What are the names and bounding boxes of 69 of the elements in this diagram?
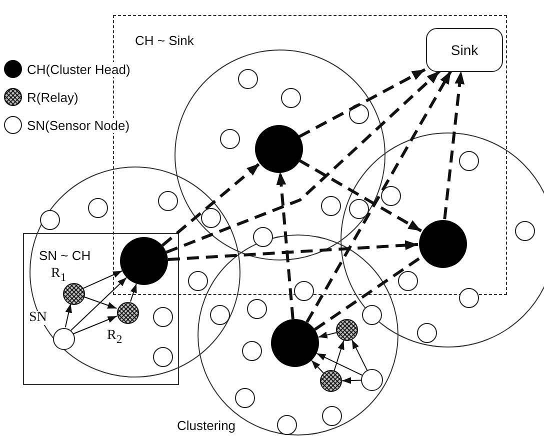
- arrow: [130, 283, 137, 302]
- region-heading: SN ~ CH: [38, 248, 92, 263]
- diagram-label: Clustering: [177, 418, 236, 433]
- arrow: [306, 70, 452, 323]
- sensor-node: [242, 341, 262, 361]
- arrow: [311, 360, 324, 374]
- sensor-node: [210, 305, 230, 325]
- sensor-node: [277, 415, 297, 435]
- relay-node: [63, 283, 85, 305]
- sensor-node: [235, 388, 255, 408]
- node-label: SN: [29, 311, 47, 325]
- arrow: [334, 340, 344, 371]
- sensor-node: [220, 129, 240, 149]
- arrow: [298, 158, 422, 232]
- arrow: [298, 68, 426, 138]
- node-label: R$_{2}$: [107, 329, 122, 346]
- sensor-node: [417, 323, 437, 343]
- region-heading: CH ~ Sink: [134, 33, 195, 48]
- relay-node: [336, 319, 358, 341]
- sensor-node: [253, 227, 273, 247]
- arrow: [72, 316, 118, 334]
- sensor-node: [247, 299, 267, 319]
- sensor-node: [40, 210, 60, 230]
- arrow: [166, 70, 441, 254]
- arrow: [64, 303, 72, 328]
- node-label: R$_{1}$: [51, 267, 66, 284]
- relay-node: [320, 370, 342, 392]
- sensor-node: [153, 347, 173, 367]
- cluster-head-node: [419, 220, 467, 268]
- sensor-node: [294, 281, 314, 301]
- sensor-node: [349, 104, 369, 124]
- sensor-node: [238, 69, 258, 89]
- sink-box: Sink: [426, 28, 503, 72]
- sensor-node: [459, 151, 479, 171]
- sensor-node: [349, 199, 369, 219]
- arrow: [342, 377, 362, 384]
- sensor-node: [322, 406, 342, 426]
- sensor-node: [158, 191, 178, 211]
- arrow: [161, 162, 261, 247]
- connector-line: [314, 255, 423, 331]
- sensor-node: [153, 307, 173, 327]
- sensor-node: [398, 271, 418, 291]
- sensor-node: [362, 305, 382, 325]
- sensor-node: [53, 328, 75, 350]
- arrow: [168, 240, 418, 262]
- sensor-node: [88, 198, 108, 218]
- sensor-node: [188, 271, 208, 291]
- arrow: [443, 70, 465, 220]
- arrow: [351, 339, 368, 371]
- arrow: [318, 332, 337, 338]
- legend-text: CH(Cluster Head): [27, 62, 130, 76]
- arrow: [70, 277, 128, 331]
- arrow: [82, 270, 123, 289]
- sensor-node: [201, 208, 221, 228]
- cluster-head-node: [120, 237, 168, 285]
- arrow: [316, 352, 363, 376]
- legend-text: SN(Sensor Node): [27, 118, 130, 132]
- sensor-node: [281, 88, 301, 108]
- arrow: [276, 172, 294, 320]
- legend-text: R(Relay): [27, 90, 78, 104]
- sensor-node: [361, 369, 383, 391]
- sensor-node: [515, 221, 535, 241]
- arrow: [82, 296, 118, 309]
- cluster-head-node: [271, 319, 319, 367]
- sensor-node: [459, 288, 479, 308]
- sensor-node: [321, 196, 341, 216]
- sensor-node: [381, 186, 401, 206]
- cluster-head-node: [255, 125, 303, 173]
- relay-node: [117, 302, 139, 324]
